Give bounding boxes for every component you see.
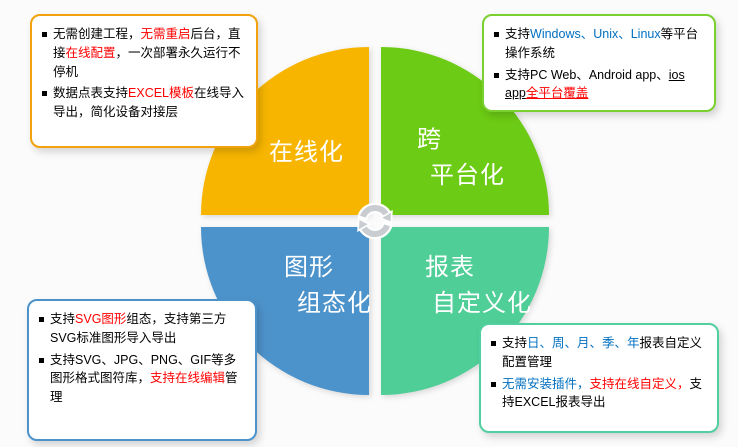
callout-graphics-list: 支持SVG图形组态，支持第三方SVG标准图形导入导出 支持SVG、JPG、PNG… <box>37 310 246 407</box>
list-item: 无需创建工程，无需重启后台，直接在线配置，一次部署永久运行不停机 <box>40 25 247 81</box>
list-item: 支持日、周、月、季、年报表自定义配置管理 <box>489 334 708 372</box>
quadrant-graphics-label-line1: 图形 <box>284 254 334 281</box>
text-run: 后台，直接 <box>53 27 241 60</box>
text-run: 在线导入导出，简化设备对接层 <box>53 86 245 119</box>
list-item: 无需安装插件，支持在线自定义，支持EXCEL报表导出 <box>489 375 708 413</box>
cycle-arrows-icon <box>349 195 401 247</box>
text-run: 支持在线自定义， <box>589 376 690 391</box>
bullet-marker <box>494 32 499 37</box>
text-run: 等平台操作系统 <box>505 27 699 60</box>
list-item: 数据点表支持EXCEL模板在线导入导出，简化设备对接层 <box>40 84 247 122</box>
quadrant-report-label-line1: 报表 <box>425 254 475 281</box>
text-run: 无需重启 <box>140 27 191 41</box>
bullet-marker <box>42 32 47 37</box>
text-run: 在线配置 <box>65 45 116 60</box>
text-run: 管理 <box>50 371 238 404</box>
text-run: SVG图形 <box>75 312 127 326</box>
bullet-marker <box>39 357 44 363</box>
quadrant-cross-label-line1: 跨 <box>417 126 442 153</box>
text-run: Windows、Unix、Linux <box>530 27 661 41</box>
callout-cross-list: 支持Windows、Unix、Linux等平台操作系统 支持PC Web、And… <box>492 25 705 103</box>
bullet-text: 支持日、周、月、季、年报表自定义配置管理 <box>502 334 708 372</box>
callout-cross-platform: 支持Windows、Unix、Linux等平台操作系统 支持PC Web、And… <box>482 14 716 112</box>
bullet-marker <box>494 72 499 78</box>
text-run: 全平台覆盖 <box>525 86 589 101</box>
text-run: 无需创建工程， <box>53 27 141 41</box>
bullet-marker <box>491 381 496 387</box>
text-run: 日、周、月、季、年 <box>527 336 640 350</box>
text-run: 支持PC Web、Android app、 <box>505 67 669 82</box>
text-run: 支持 <box>50 312 76 326</box>
bullet-text: 数据点表支持EXCEL模板在线导入导出，简化设备对接层 <box>53 84 247 122</box>
list-item: 支持SVG图形组态，支持第三方SVG标准图形导入导出 <box>37 310 246 348</box>
bullet-text: 无需创建工程，无需重启后台，直接在线配置，一次部署永久运行不停机 <box>53 25 247 81</box>
bullet-marker <box>39 317 44 322</box>
list-item: 支持SVG、JPG、PNG、GIF等多图形格式图符库，支持在线编辑管理 <box>37 351 246 407</box>
bullet-text: 支持Windows、Unix、Linux等平台操作系统 <box>505 25 705 63</box>
callout-report-custom: 支持日、周、月、季、年报表自定义配置管理 无需安装插件，支持在线自定义，支持EX… <box>479 323 719 433</box>
bullet-text: 支持PC Web、Android app、ios app全平台覆盖 <box>505 66 705 104</box>
quadrant-online-label: 在线化 <box>269 139 344 166</box>
callout-report-list: 支持日、周、月、季、年报表自定义配置管理 无需安装插件，支持在线自定义，支持EX… <box>489 334 708 412</box>
bullet-marker <box>491 341 496 346</box>
text-run: ios app <box>505 67 685 101</box>
text-run: 支持EXCEL报表导出 <box>502 376 703 410</box>
list-item: 支持Windows、Unix、Linux等平台操作系统 <box>492 25 705 63</box>
quadrant-graphics-label-line2: 组态化 <box>297 290 372 317</box>
quadrant-report-label-line2: 自定义化 <box>432 290 532 317</box>
callout-graphics-config: 支持SVG图形组态，支持第三方SVG标准图形导入导出 支持SVG、JPG、PNG… <box>27 299 257 441</box>
text-run: 无需安装插件， <box>502 376 590 391</box>
list-item: 支持PC Web、Android app、ios app全平台覆盖 <box>492 66 705 104</box>
text-run: 支持在线编辑 <box>150 371 226 386</box>
text-run: EXCEL模板 <box>128 86 195 101</box>
bullet-text: 支持SVG图形组态，支持第三方SVG标准图形导入导出 <box>50 310 246 348</box>
text-run: 报表自定义配置管理 <box>502 336 703 369</box>
text-run: 支持SVG、JPG、PNG、GIF等多图形格式图符库， <box>50 352 237 386</box>
callout-online: 无需创建工程，无需重启后台，直接在线配置，一次部署永久运行不停机 数据点表支持E… <box>30 14 258 148</box>
text-run: 支持 <box>505 27 531 41</box>
callout-online-list: 无需创建工程，无需重启后台，直接在线配置，一次部署永久运行不停机 数据点表支持E… <box>40 25 247 122</box>
text-run: 支持 <box>502 336 528 350</box>
bullet-marker <box>42 91 47 97</box>
bullet-text: 支持SVG、JPG、PNG、GIF等多图形格式图符库，支持在线编辑管理 <box>50 351 246 407</box>
quadrant-cross-label-line2: 平台化 <box>430 162 505 189</box>
text-run: 组态，支持第三方SVG标准图形导入导出 <box>50 312 227 345</box>
bullet-text: 无需安装插件，支持在线自定义，支持EXCEL报表导出 <box>502 375 708 413</box>
text-run: ，一次部署永久运行不停机 <box>53 45 241 79</box>
text-run: 数据点表支持 <box>53 86 129 101</box>
